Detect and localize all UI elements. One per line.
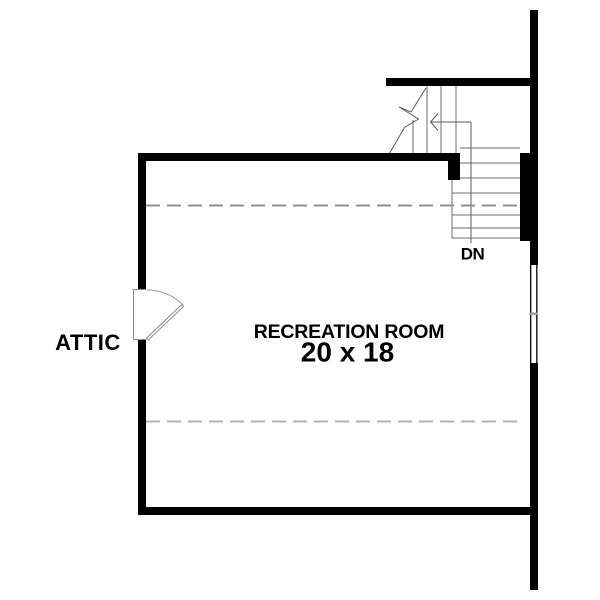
door-leaf (145, 303, 185, 341)
stair-landing-wall-stub (448, 153, 460, 180)
door-casing (133, 289, 146, 340)
door-symbol (133, 289, 185, 341)
stairwell-top-wall (386, 78, 532, 86)
room-name-label: RECREATION ROOM (254, 321, 445, 343)
door-swing-arc (146, 289, 184, 306)
room-top-wall (138, 153, 460, 161)
exterior-right-wall-lower (530, 363, 538, 590)
room-left-wall-upper (138, 153, 146, 289)
stairwell-side-wall (520, 153, 538, 241)
stair-break-line-icon (387, 87, 427, 157)
staircase (412, 86, 520, 239)
window-symbol (529, 265, 538, 363)
room-left-wall-lower (138, 339, 146, 515)
stairs-down-label: DN (461, 245, 485, 264)
room-bottom-wall (138, 507, 530, 515)
stair-path (387, 87, 472, 243)
exterior-right-wall-upper (530, 10, 538, 265)
plan-labels: ATTIC RECREATION ROOM 20 x 18 DN (55, 245, 485, 368)
room-dimensions-label: 20 x 18 (301, 337, 394, 368)
attic-label: ATTIC (55, 330, 121, 355)
walls (138, 10, 538, 590)
